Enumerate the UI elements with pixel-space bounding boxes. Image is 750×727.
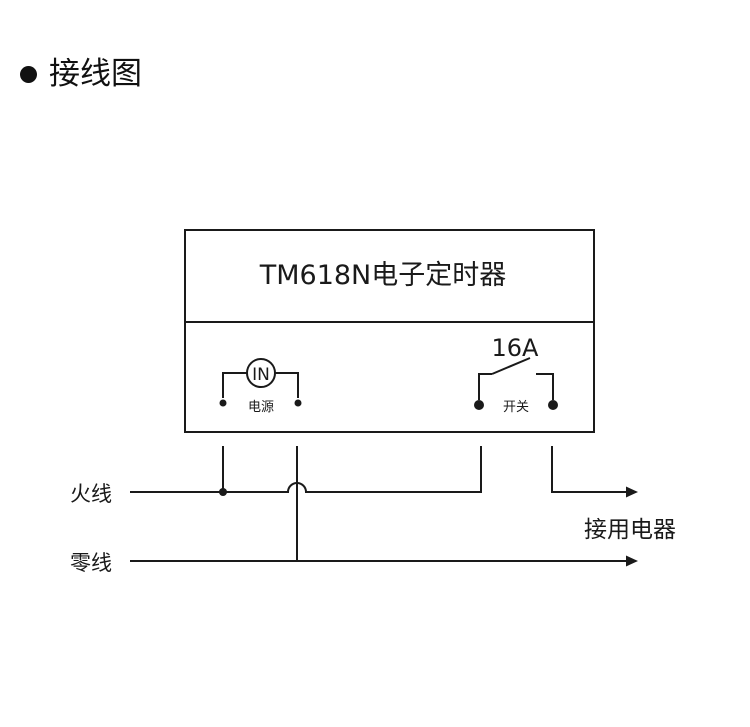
power-in-symbol-icon [246, 358, 276, 388]
load-label: 接用电器 [584, 517, 676, 543]
power-label: 电源 [248, 400, 274, 415]
switch-terminal-dot-left [474, 400, 484, 410]
power-terminal-dot-left [219, 399, 227, 407]
switch-lead-right [536, 373, 554, 400]
device-name: TM618N电子定时器 [259, 260, 507, 291]
live-junction-dot [219, 488, 227, 496]
external-wiring [130, 446, 630, 562]
switch-terminal-group: 16A 开关 [474, 334, 558, 415]
bullet-icon [20, 65, 37, 83]
live-wire-label: 火线 [70, 482, 112, 506]
neutral-arrow-icon [626, 555, 638, 567]
switch-lead-left [478, 373, 492, 400]
neutral-wire-label: 零线 [70, 551, 112, 575]
power-terminal-group: IN 电源 [219, 358, 302, 415]
switch-label: 开关 [503, 400, 529, 415]
section-heading: 接线图 [20, 52, 142, 96]
load-arrow-icon [626, 486, 638, 498]
live-wire [130, 446, 482, 493]
switch-rating: 16A [492, 334, 540, 362]
power-lead-left [222, 372, 247, 398]
device-outline [184, 229, 595, 433]
switch-contact-icon [491, 357, 531, 375]
switch-terminal-dot-right [548, 400, 558, 410]
timer-device-box [184, 229, 595, 433]
section-title: 接线图 [49, 56, 142, 92]
power-terminal-dot-right [294, 399, 302, 407]
power-in-label: IN [252, 365, 270, 385]
power-lead-right [275, 372, 299, 398]
load-wire [551, 446, 628, 493]
